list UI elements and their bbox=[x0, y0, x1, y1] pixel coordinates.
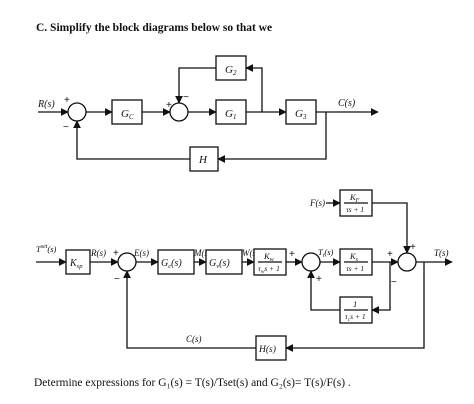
d1-input-label: R(s) bbox=[37, 99, 55, 110]
d1-summing-junction-1 bbox=[67, 102, 87, 122]
d2-kf-to-sum3-path bbox=[372, 202, 411, 254]
d2-h-input-path bbox=[285, 262, 425, 352]
d2-sum2-plus-left: + bbox=[289, 249, 295, 260]
d1-sum2-plus: + bbox=[166, 100, 172, 111]
d2-tset-label: Tset(s) bbox=[36, 244, 57, 254]
d2-sum1-minus: − bbox=[114, 274, 120, 285]
d2-block-kw-den: τws + 1 bbox=[258, 264, 280, 275]
d2-c-label: C(s) bbox=[186, 334, 202, 344]
d1-summing-junction-2 bbox=[169, 102, 189, 122]
d1-sum1-plus: + bbox=[64, 95, 70, 106]
d2-block-gc-label: Gc(s) bbox=[161, 258, 182, 270]
d2-f-label: F(s) bbox=[309, 198, 325, 208]
d1-sum2-minus: − bbox=[183, 92, 189, 103]
d2-lag-input-path bbox=[371, 262, 391, 314]
d2-block-kf-num: KF bbox=[349, 192, 360, 204]
d2-sum3-plus-left: + bbox=[387, 249, 393, 260]
d1-block-gc-label: GC bbox=[121, 108, 134, 121]
d1-h-output-path bbox=[73, 120, 190, 160]
d1-block-h-label: H bbox=[198, 154, 208, 166]
d2-block-kf-den: τs + 1 bbox=[346, 205, 364, 214]
d2-lag-output-path bbox=[307, 270, 340, 311]
d2-w-label: W(s) bbox=[242, 248, 259, 258]
d2-block-lag-den: τcs + 1 bbox=[345, 312, 366, 323]
d2-sum2-plus-bottom: + bbox=[316, 274, 322, 285]
d1-output-label: C(s) bbox=[338, 98, 356, 109]
d1-block-g3 bbox=[285, 99, 317, 125]
d2-block-ks-num: Ks bbox=[349, 251, 359, 263]
d2-block-gc bbox=[157, 249, 195, 275]
d2-r-label: R(s) bbox=[90, 248, 106, 258]
diagram-2: Tset(s) Ksp R(s) + − E(s) Gc(s) M(s) Gv(… bbox=[36, 189, 453, 361]
d1-g2-input-path bbox=[245, 64, 263, 112]
d1-block-g2-label: G2 bbox=[225, 64, 237, 77]
d2-summing-junction-3 bbox=[397, 252, 417, 272]
d2-block-ks-den: τs + 1 bbox=[346, 264, 364, 273]
problem-footer: Determine expressions for G₁(s) = T(s)/T… bbox=[34, 377, 351, 389]
d2-block-gv bbox=[205, 249, 243, 275]
d1-sum1-minus: − bbox=[63, 122, 69, 133]
d2-t-label: T(s) bbox=[434, 248, 449, 258]
d1-block-g1-label: G1 bbox=[225, 108, 236, 121]
d1-block-g3-label: G3 bbox=[295, 108, 307, 121]
d1-block-gc bbox=[111, 99, 143, 125]
d2-block-kw-num: Kw bbox=[263, 251, 274, 263]
problem-heading: C. Simplify the block diagrams below so … bbox=[36, 22, 273, 34]
d1-block-g1 bbox=[215, 99, 247, 125]
d2-e-label: E(s) bbox=[133, 248, 149, 258]
d2-block-h-label: H(s) bbox=[258, 344, 276, 355]
d2-sum1-plus: + bbox=[113, 248, 119, 259]
d1-g2-output-path bbox=[175, 67, 216, 104]
d1-h-input-path bbox=[217, 112, 327, 163]
d2-block-ksp-label: Ksp bbox=[69, 258, 83, 270]
diagram-1: R(s) + − GC + − G1 G3 C(s) G2 bbox=[37, 55, 379, 172]
d2-block-gv-label: Gv(s) bbox=[209, 258, 230, 270]
top-mark: T bbox=[234, 0, 240, 3]
d2-sum3-minus: − bbox=[391, 277, 397, 288]
d2-block-lag-num: 1 bbox=[353, 299, 357, 309]
d2-h-output-path bbox=[123, 270, 256, 349]
d2-sum3-plus-top: + bbox=[410, 242, 416, 253]
d2-ti-label: Ti(s) bbox=[318, 247, 334, 259]
d2-m-label: M(s) bbox=[193, 248, 211, 258]
